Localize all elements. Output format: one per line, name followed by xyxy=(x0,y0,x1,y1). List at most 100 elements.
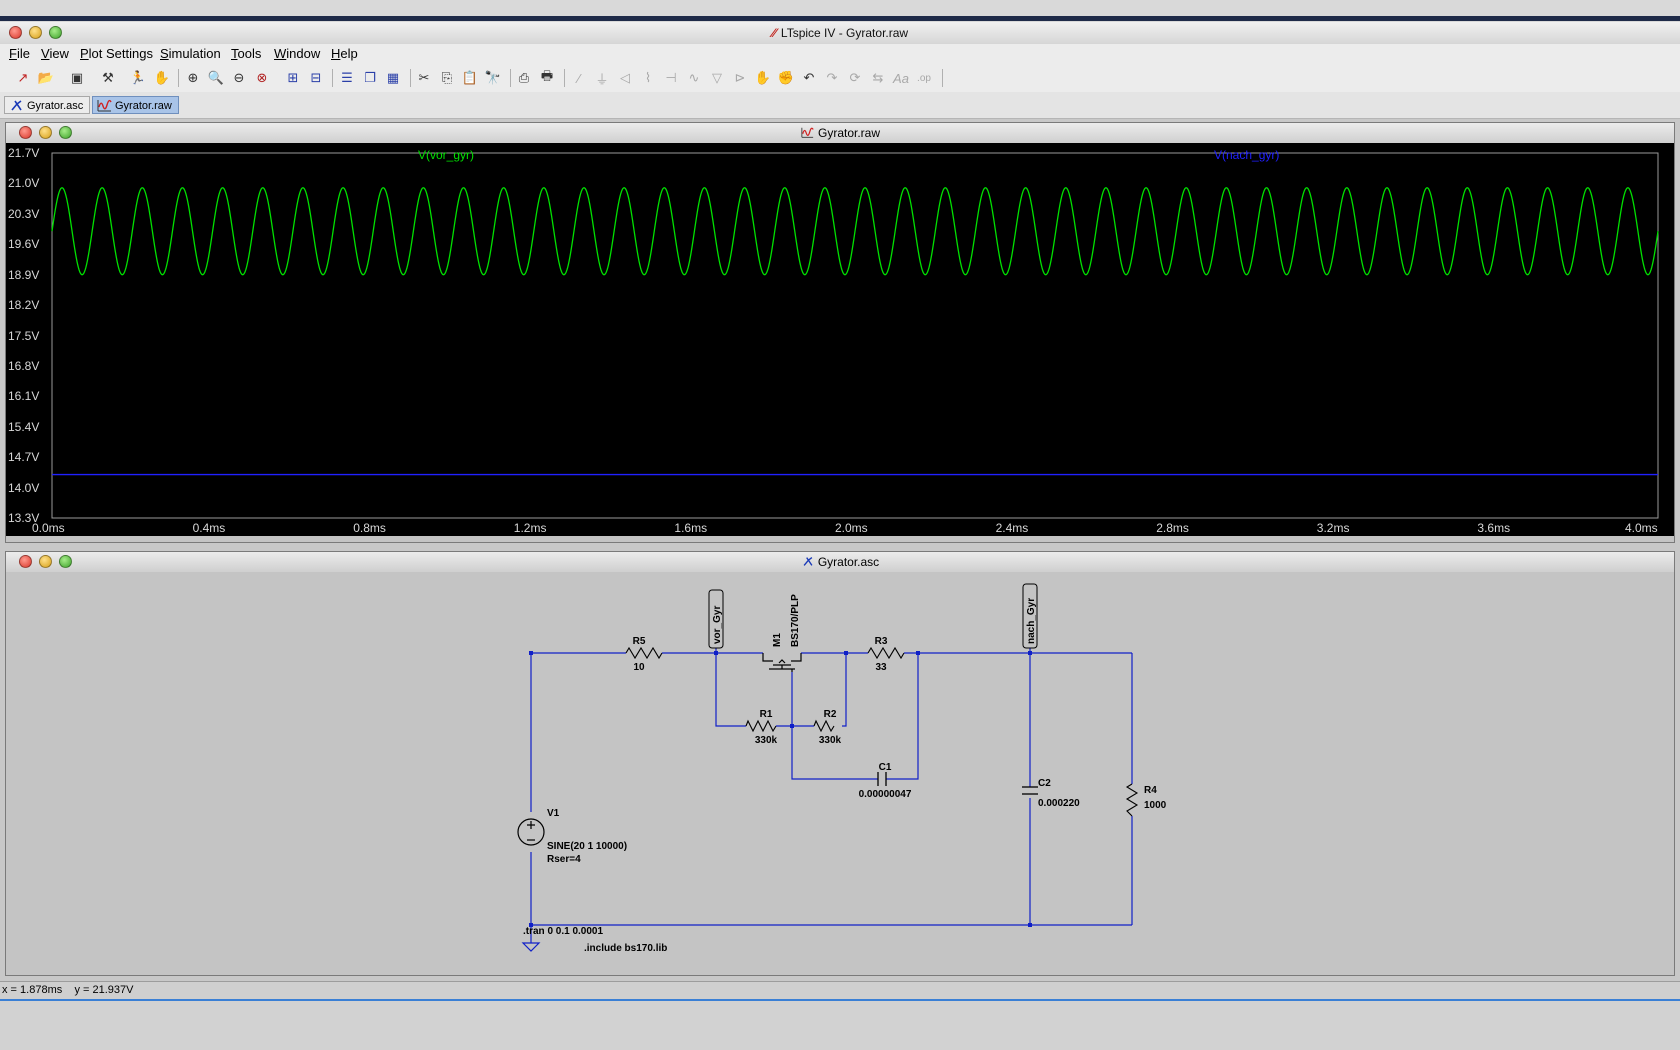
tab-gyrator-raw[interactable]: Gyrator.raw xyxy=(92,96,179,114)
v1-rser[interactable]: Rser=4 xyxy=(547,854,581,865)
waveform-maximize-button[interactable] xyxy=(59,126,72,139)
print-icon[interactable]: 🖶 xyxy=(540,68,554,83)
wire xyxy=(715,653,746,727)
resistor-icon[interactable]: ⌇ xyxy=(644,70,652,85)
copy-icon[interactable]: ⎘ xyxy=(441,70,453,85)
r5-value: 10 xyxy=(633,662,645,673)
r4-value: 1000 xyxy=(1144,800,1167,811)
menu-tools[interactable]: Tools xyxy=(229,45,263,62)
wire-icon[interactable]: ∕ xyxy=(577,70,581,86)
wires xyxy=(530,648,1133,943)
menu-window[interactable]: Window xyxy=(272,45,322,62)
plot-svg[interactable] xyxy=(6,143,1674,536)
open-icon[interactable]: 📂 xyxy=(37,70,55,85)
menu-simulation[interactable]: Simulation xyxy=(158,45,223,62)
maximize-button[interactable] xyxy=(49,26,62,39)
c2-capacitor-symbol[interactable] xyxy=(1022,786,1038,795)
tile-vertical-icon[interactable]: ▦ xyxy=(386,70,400,85)
c2-value: 0.000220 xyxy=(1038,798,1080,809)
schematic-svg[interactable]: R5 10 vor_Gyr M1 BS170/PLP R3 33 nach_Gy… xyxy=(6,572,1674,966)
r1-value: 330k xyxy=(755,735,778,746)
schematic-canvas[interactable]: R5 10 vor_Gyr M1 BS170/PLP R3 33 nach_Gy… xyxy=(6,572,1674,966)
menu-plot-settings[interactable]: Plot Settings xyxy=(78,45,155,62)
label-net-icon[interactable]: ◁ xyxy=(620,70,630,85)
x-tick-label: 2.4ms xyxy=(995,521,1029,535)
taskbar-band xyxy=(0,16,1680,21)
drag-icon[interactable]: ✊ xyxy=(777,70,795,85)
find-icon[interactable]: 🔭 xyxy=(484,70,502,85)
menu-file[interactable]: File xyxy=(7,45,32,62)
m1-mosfet-symbol[interactable] xyxy=(762,653,802,672)
schematic-window-titlebar: Gyrator.asc xyxy=(6,552,1674,573)
component-icon[interactable]: ⊳ xyxy=(734,70,746,85)
ground-icon[interactable] xyxy=(521,942,541,952)
tran-directive[interactable]: .tran 0 0.1 0.0001 xyxy=(523,926,603,937)
save-icon[interactable]: ▣ xyxy=(70,70,84,85)
r3-resistor-symbol[interactable] xyxy=(867,646,905,660)
r2-resistor-symbol[interactable] xyxy=(813,719,835,733)
trace-label-vor-gyr[interactable]: V(vor_gyr) xyxy=(418,148,474,162)
include-directive[interactable]: .include bs170.lib xyxy=(584,943,667,954)
tile-horizontal-icon[interactable]: ☰ xyxy=(341,70,353,85)
menu-help[interactable]: Help xyxy=(329,45,360,62)
close-button[interactable] xyxy=(9,26,22,39)
trace-label-vor-gyr-text: V(vor_gyr) xyxy=(418,148,475,162)
r5-resistor-symbol[interactable] xyxy=(625,646,663,660)
toolbar-separator xyxy=(564,69,565,87)
spice-directive-icon[interactable]: .op xyxy=(917,72,931,84)
c1-capacitor-symbol[interactable] xyxy=(877,772,887,786)
ground-icon[interactable]: ⏚ xyxy=(595,71,609,87)
schematic-close-button[interactable] xyxy=(19,555,32,568)
schematic-maximize-button[interactable] xyxy=(59,555,72,568)
toolbar: ↗ 📂 ▣ ⚒ 🏃 ✋ ⊕ 🔍 ⊖ ⊗ ⊞ ⊟ ☰ ❐ ▦ ✂ ⎘ 📋 🔭 ⎙ … xyxy=(0,64,1680,93)
minimize-button[interactable] xyxy=(29,26,42,39)
redo-icon[interactable]: ↷ xyxy=(826,70,838,85)
new-schematic-icon[interactable]: ↗ xyxy=(17,70,29,85)
y-tick-label: 20.3V xyxy=(8,206,40,221)
move-icon[interactable]: ✋ xyxy=(754,70,772,85)
undo-icon[interactable]: ↶ xyxy=(803,70,815,85)
r4-resistor-symbol[interactable] xyxy=(1125,783,1139,817)
capacitor-icon[interactable]: ⊣ xyxy=(665,70,677,85)
rotate-icon[interactable]: ⟳ xyxy=(849,70,861,85)
r2-value: 330k xyxy=(819,735,842,746)
zoom-full-icon[interactable]: 🔍 xyxy=(207,70,225,85)
paste-icon[interactable]: 📋 xyxy=(461,70,479,85)
trace-label-nach-gyr[interactable]: V(nach_gyr) xyxy=(1214,148,1279,162)
v1-value[interactable]: SINE(20 1 10000) xyxy=(547,841,627,852)
menu-view[interactable]: View xyxy=(39,45,71,62)
diode-icon[interactable]: ▽ xyxy=(712,70,722,85)
y-tick-label: 15.4V xyxy=(8,419,40,434)
x-tick-label: 0.0ms xyxy=(32,521,65,535)
text-icon[interactable]: Aa xyxy=(893,70,909,86)
cascade-icon[interactable]: ❐ xyxy=(364,70,376,85)
cut-icon[interactable]: ✂ xyxy=(418,70,430,85)
net-label-nach-gyr-box[interactable] xyxy=(1022,583,1038,649)
schematic-icon xyxy=(803,557,813,566)
m1-model: BS170/PLP xyxy=(790,594,801,647)
v1-voltage-source-symbol[interactable] xyxy=(517,818,545,846)
zoom-in-icon[interactable]: ⊕ xyxy=(187,70,199,85)
control-panel-icon[interactable]: ⚒ xyxy=(102,70,114,85)
zoom-out-icon[interactable]: ⊖ xyxy=(233,70,245,85)
print-setup-icon[interactable]: ⎙ xyxy=(518,70,530,85)
waveform-minimize-button[interactable] xyxy=(39,126,52,139)
zoom-cancel-icon[interactable]: ⊗ xyxy=(256,70,268,85)
trace-v-vor-gyr[interactable] xyxy=(51,187,1659,276)
mark-unused-icon[interactable]: ⊟ xyxy=(310,70,322,85)
mirror-icon[interactable]: ⇆ xyxy=(872,70,884,85)
toolbar-separator xyxy=(510,69,511,87)
net-label-vor-gyr-box[interactable] xyxy=(708,589,724,649)
y-tick-label: 18.2V xyxy=(8,298,40,313)
menu-help-label: Help xyxy=(331,46,358,61)
run-icon[interactable]: 🏃 xyxy=(129,70,147,85)
halt-icon[interactable]: ✋ xyxy=(153,70,171,85)
waveform-close-button[interactable] xyxy=(19,126,32,139)
r1-resistor-symbol[interactable] xyxy=(745,719,777,733)
schematic-minimize-button[interactable] xyxy=(39,555,52,568)
autorange-icon[interactable]: ⊞ xyxy=(287,70,299,85)
inductor-icon[interactable]: ∿ xyxy=(688,70,700,85)
tab-gyrator-asc[interactable]: Gyrator.asc xyxy=(4,96,90,114)
